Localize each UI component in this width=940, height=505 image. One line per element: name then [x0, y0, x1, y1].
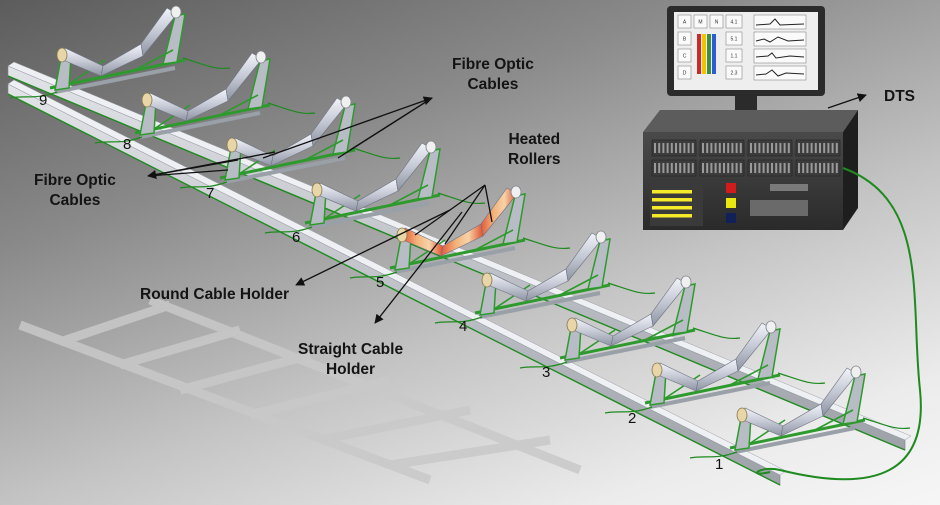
monitor-colorbars	[697, 34, 716, 74]
monitor-letter-cell: D	[677, 65, 692, 80]
idler-station	[264, 140, 486, 234]
dts-yellow-indicator	[726, 198, 736, 208]
station-number-3: 3	[542, 364, 551, 381]
label-heated-rollers: Heated Rollers	[508, 130, 561, 170]
grille-panel	[699, 139, 745, 157]
monitor-value-cell: 1.1	[725, 48, 743, 63]
station-number-9: 9	[39, 92, 48, 109]
grille-panel	[795, 159, 841, 177]
idler-station	[689, 365, 911, 459]
monitor-letter-cell: N	[709, 14, 724, 29]
monitor-value: 4.1	[731, 20, 738, 26]
grille-panel	[747, 139, 793, 157]
monitor-value-cell: 2.3	[725, 65, 743, 80]
idler-station	[179, 95, 401, 189]
monitor-letter: C	[683, 54, 687, 60]
label-dts: DTS	[884, 88, 915, 105]
dts-display-small	[770, 184, 808, 191]
grille-panel	[651, 139, 697, 157]
monitor-letter: D	[683, 71, 687, 77]
station-number-6: 6	[292, 229, 301, 246]
monitor-letter-cell: B	[677, 31, 692, 46]
label-line: Rollers	[508, 151, 561, 168]
label-fibre-optic-cables-top: Fibre Optic Cables	[452, 55, 534, 95]
label-line: Heated	[508, 131, 561, 148]
monitor-letter-cell: A	[677, 14, 692, 29]
label-line: Straight Cable	[298, 341, 404, 358]
fibre-optic-cable-link	[756, 167, 922, 481]
monitor-letter-cell: M	[693, 14, 708, 29]
idler-station	[434, 230, 656, 324]
monitor-letter: B	[683, 37, 687, 43]
monitor-letter: A	[683, 20, 687, 26]
idler-station	[604, 320, 826, 414]
label-fibre-optic-cables-left: Fibre Optic Cables	[34, 171, 116, 211]
monitor-stand	[735, 96, 757, 114]
monitor-value-cell: 5.1	[725, 31, 743, 46]
label-line: Holder	[325, 361, 376, 378]
grille-panel	[699, 159, 745, 177]
monitor-value: 5.1	[731, 37, 738, 43]
monitor-value: 2.3	[731, 71, 738, 77]
label-line: Cables	[467, 76, 519, 93]
dts-blue-indicator	[726, 213, 736, 223]
station-number-7: 7	[206, 185, 215, 202]
dts-unit: A M N B C D 4.1 5.1 1.1 2.3	[643, 6, 858, 230]
idler-station	[9, 5, 231, 99]
idler-station	[349, 185, 571, 279]
monitor-waveforms	[753, 14, 807, 81]
monitor-value: 1.1	[731, 54, 738, 60]
grille-panel	[651, 159, 697, 177]
station-number-8: 8	[123, 136, 132, 153]
grille-panel	[795, 139, 841, 157]
label-line: Fibre Optic	[452, 56, 534, 73]
station-number-5: 5	[376, 274, 385, 291]
monitor-readouts: A M N B C D 4.1 5.1 1.1 2.3	[677, 14, 743, 80]
station-number-4: 4	[459, 318, 468, 335]
station-number-1: 1	[715, 456, 724, 473]
label-line: Cables	[49, 192, 101, 209]
monitor-value-cell: 4.1	[725, 14, 743, 29]
monitor-letter: M	[698, 20, 702, 26]
annotation-arrows	[147, 93, 867, 324]
idler-stations	[9, 5, 911, 459]
floor-shadow	[18, 295, 582, 485]
grille-panel	[747, 159, 793, 177]
dts-box-top	[643, 110, 858, 132]
dts-display-large	[750, 200, 808, 216]
dts-panel-left	[650, 182, 703, 226]
label-straight-cable-holder: Straight Cable Holder	[298, 340, 403, 380]
idler-station	[94, 50, 316, 144]
dts-grille	[651, 139, 841, 177]
label-round-cable-holder: Round Cable Holder	[140, 286, 289, 303]
monitor-letter-cell: C	[677, 48, 692, 63]
idler-station	[519, 275, 741, 369]
label-line: Fibre Optic	[34, 172, 116, 189]
station-number-2: 2	[628, 410, 637, 427]
monitor-letter: N	[715, 20, 719, 26]
dts-red-indicator	[726, 183, 736, 193]
